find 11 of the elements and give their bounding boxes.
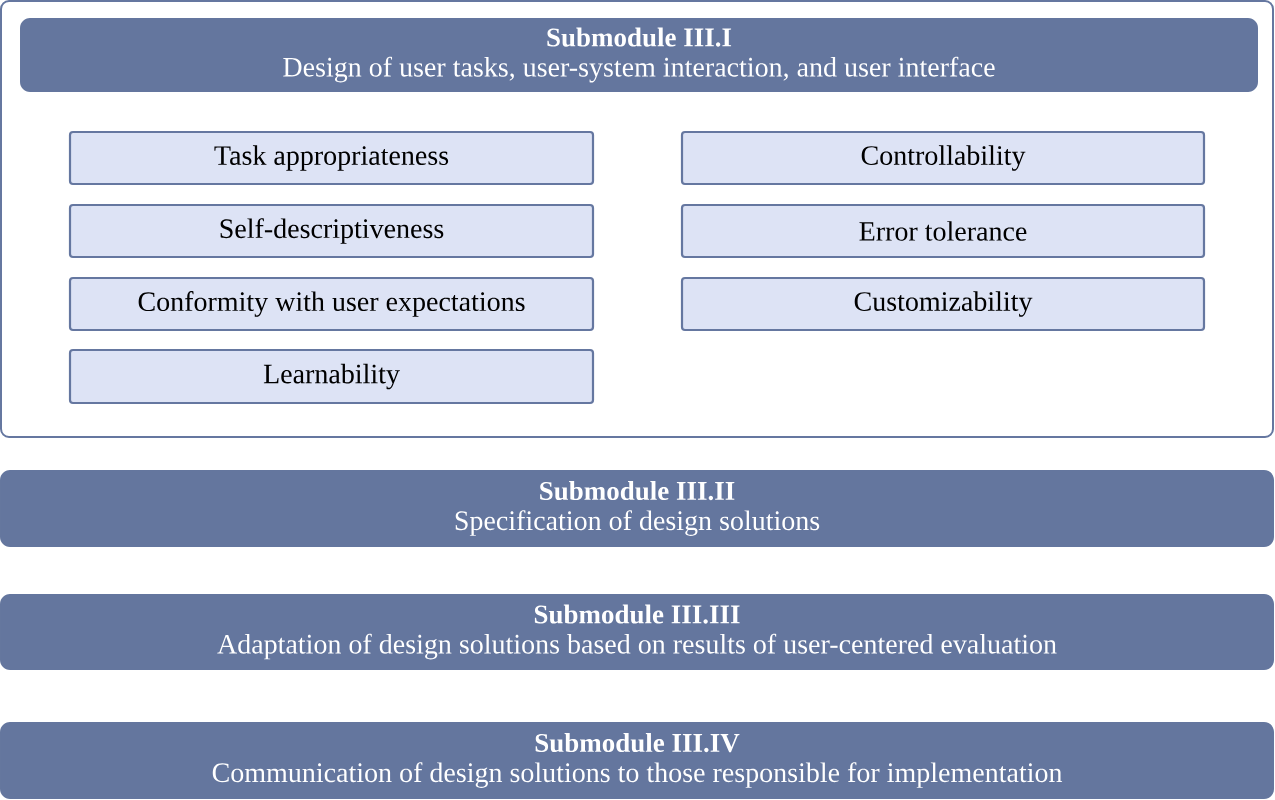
criterion-box: Error tolerance	[680, 203, 1206, 259]
criterion-box: Customizability	[680, 276, 1206, 332]
module-banner: Submodule III.I Design of user tasks, user-system interaction, and user interface	[20, 18, 1258, 92]
criterion-box: Self-descriptiveness	[68, 203, 595, 259]
module-banner: Submodule III.II Specification of design solutions	[0, 470, 1274, 547]
criterion-box: Learnability	[68, 348, 595, 405]
criterion-box: Task appropriateness	[68, 130, 595, 186]
module-banner: Submodule III.III Adaptation of design solutions based on results of user-centered evaluation	[0, 594, 1274, 670]
criterion-box: Conformity with user expectations	[68, 276, 595, 332]
criterion-box: Controllability	[680, 130, 1206, 186]
module-banner: Submodule III.IV Communication of design solutions to those responsible for implementation	[0, 722, 1274, 799]
